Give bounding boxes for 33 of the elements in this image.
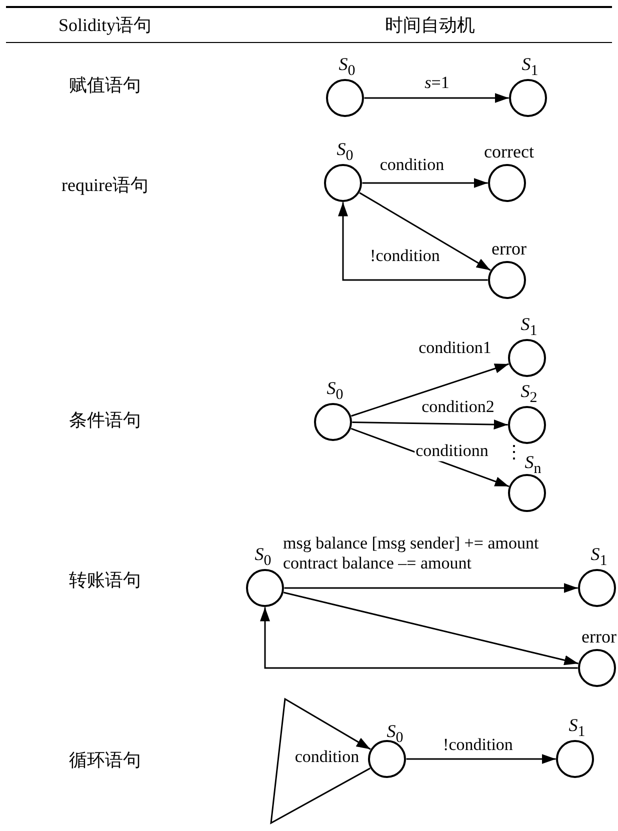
arrow — [351, 363, 509, 417]
state-label: S$_{0}$ — [254, 544, 272, 570]
state-label: S$_{1}$ — [568, 715, 586, 741]
state-label: S$_{0}$ — [338, 54, 356, 80]
arrow — [352, 419, 508, 430]
table-cell-text: 条件语句 — [69, 409, 141, 432]
state-label: S$_{1}$ — [522, 54, 538, 80]
state-label: S$_{0}$ — [386, 721, 404, 747]
table-cell-text: 转账语句 — [69, 569, 141, 592]
state-label: correct — [484, 142, 534, 162]
state-label: S$_{0}$ — [336, 139, 354, 165]
arrow — [359, 192, 491, 271]
arrow — [362, 178, 488, 188]
table-cell-text: 循环语句 — [69, 749, 141, 772]
table-cell-text: Solidity语句 — [58, 14, 152, 37]
arrow — [284, 592, 578, 666]
state-label: S$_{1}$ — [520, 314, 538, 340]
state-label: S$_{0}$ — [326, 378, 344, 404]
state-label: error — [582, 626, 616, 648]
ellipsis-mark: ⋮ — [505, 441, 523, 463]
state-label: S$_{2}$ — [520, 381, 538, 407]
edge-label: conditionn — [414, 441, 490, 461]
table-cell-text: require语句 — [62, 174, 148, 197]
arrow — [284, 583, 578, 593]
arrow — [406, 754, 556, 764]
arrow — [364, 93, 509, 103]
return-arrow — [260, 607, 578, 669]
return-arrow — [338, 202, 488, 281]
table-cell-text: 时间自动机 — [385, 14, 475, 37]
loop-arrow — [270, 698, 371, 824]
table-cell-text: 赋值语句 — [69, 74, 141, 97]
state-label: error — [492, 238, 526, 260]
state-label: S$_{n}$ — [524, 452, 542, 478]
